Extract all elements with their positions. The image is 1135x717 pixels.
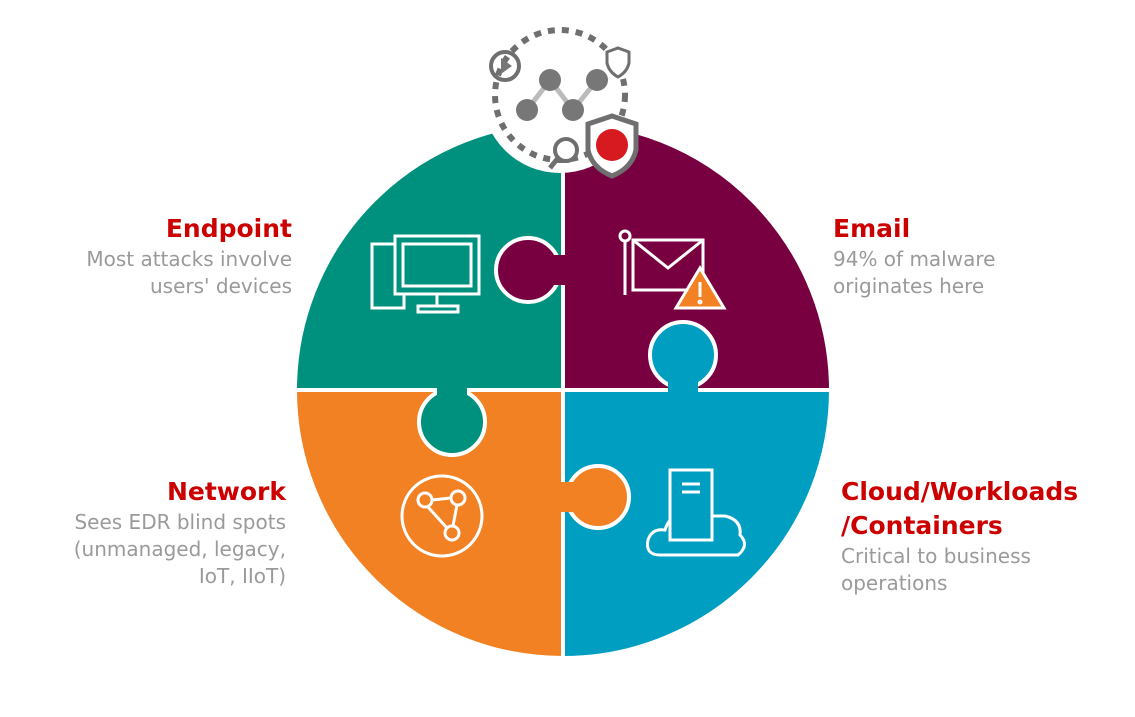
desktop-computer-icon — [370, 234, 481, 314]
email-warning-icon — [618, 229, 727, 310]
cloud-title: Cloud/Workloads — [841, 477, 1079, 506]
email-title: Email — [833, 214, 911, 243]
email-desc-1: 94% of malware — [833, 247, 996, 271]
endpoint-desc-2: users' devices — [149, 274, 292, 298]
network-title: Network — [166, 477, 286, 506]
cloud-desc-2: operations — [841, 571, 948, 595]
network-piece — [292, 388, 565, 661]
email-desc-2: originates here — [833, 274, 985, 298]
network-label: Network Sees EDR blind spots (unmanaged,… — [74, 475, 286, 590]
endpoint-desc-1: Most attacks involve — [86, 247, 292, 271]
cloud-label: Cloud/Workloads /Containers Critical to … — [841, 475, 1078, 597]
server-cloud-icon — [646, 468, 746, 557]
network-desc-3: IoT, IIoT) — [198, 564, 286, 588]
email-label: Email 94% of malware originates here — [833, 212, 995, 300]
endpoint-label: Endpoint Most attacks involve users' dev… — [86, 212, 292, 300]
network-globe-icon — [400, 474, 484, 558]
network-desc-2: (unmanaged, legacy, — [73, 537, 286, 561]
network-desc-1: Sees EDR blind spots — [74, 510, 286, 534]
endpoint-title: Endpoint — [165, 214, 292, 243]
cloud-title-2: /Containers — [841, 511, 1003, 540]
cloud-desc-1: Critical to business — [841, 544, 1031, 568]
detection-cycle-icon — [489, 27, 639, 179]
